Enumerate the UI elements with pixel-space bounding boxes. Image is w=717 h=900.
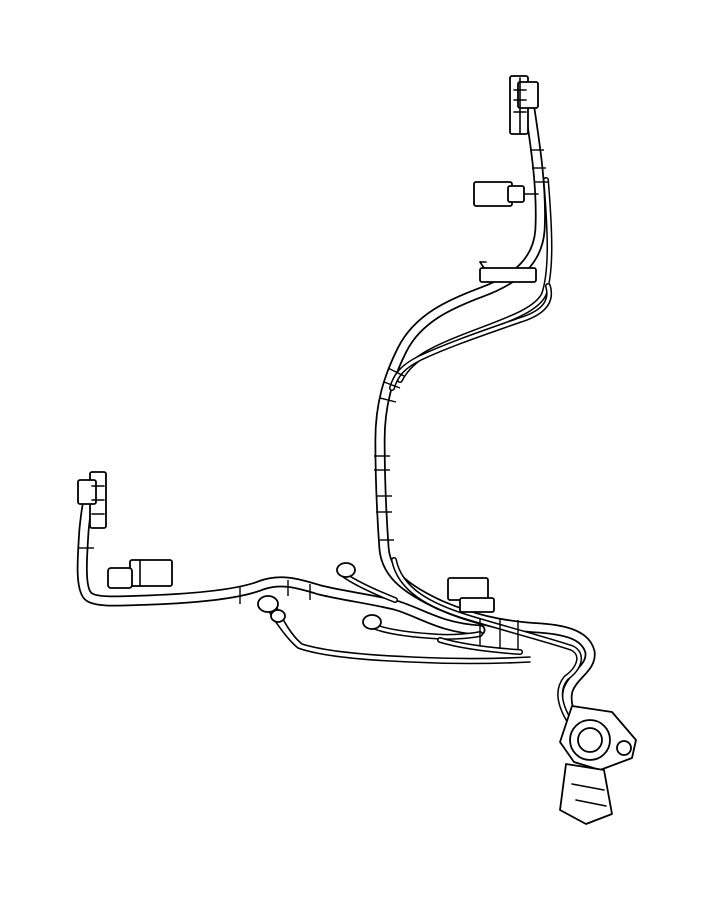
branch-sensor-plug xyxy=(257,562,382,630)
left-mid-connector xyxy=(107,559,173,589)
upper-parallel-branch xyxy=(389,177,553,391)
left-top-connector xyxy=(77,471,107,529)
left-harness-branch xyxy=(76,482,486,636)
top-connector xyxy=(509,75,539,135)
tape-bands xyxy=(78,149,548,650)
junction-connector xyxy=(447,577,495,613)
lower-return-wire xyxy=(267,605,531,665)
upper-side-connector xyxy=(473,181,539,207)
lower-parallel-run xyxy=(391,557,583,725)
mid-clip-connector xyxy=(479,261,537,283)
bottom-sensor-assembly xyxy=(559,705,637,825)
